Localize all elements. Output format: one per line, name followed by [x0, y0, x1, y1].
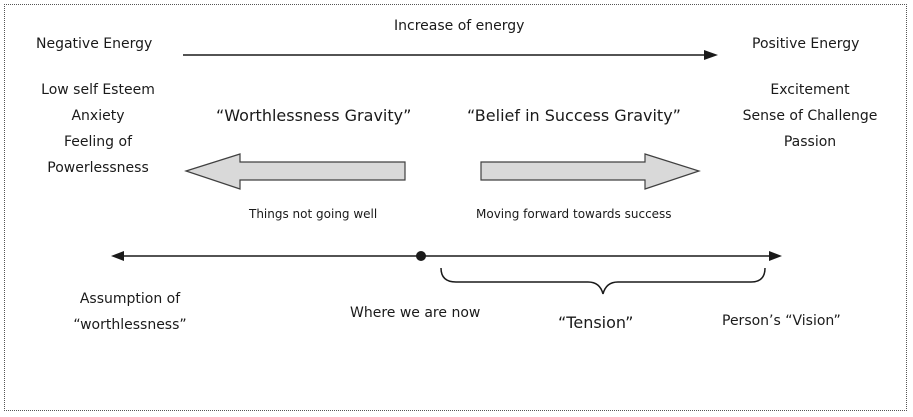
positive-trait-item: Passion	[783, 134, 837, 150]
negative-trait-item: Feeling of	[64, 134, 132, 150]
worthlessness-gravity-label: “Worthlessness Gravity”	[216, 106, 412, 125]
persons-vision-label: Person’s “Vision”	[722, 313, 841, 329]
assumption-of-worthlessness-label: Assumption of “worthlessness”	[60, 286, 200, 338]
position-axis-right-arrowhead	[769, 251, 782, 261]
positive-traits-list: Excitement Sense of Challenge Passion	[735, 77, 885, 155]
where-we-are-now-label: Where we are now	[350, 305, 481, 321]
energy-axis-arrowhead	[704, 50, 718, 60]
moving-forward-caption: Moving forward towards success	[476, 207, 672, 221]
negative-energy-label: Negative Energy	[36, 36, 153, 52]
negative-traits-list: Low self Esteem Anxiety Feeling of Power…	[28, 77, 168, 181]
negative-trait-item: Powerlessness	[47, 160, 149, 176]
assumption-line: Assumption of	[79, 291, 181, 307]
negative-trait-item: Anxiety	[71, 108, 125, 124]
positive-energy-label: Positive Energy	[752, 36, 860, 52]
negative-trait-item: Low self Esteem	[41, 82, 155, 98]
positive-trait-item: Excitement	[770, 82, 850, 98]
assumption-line: “worthlessness”	[73, 317, 187, 333]
increase-of-energy-label: Increase of energy	[394, 18, 525, 34]
success-gravity-arrow	[480, 153, 701, 190]
current-position-dot	[416, 251, 426, 261]
tension-brace	[440, 267, 766, 295]
tension-label: “Tension”	[558, 313, 634, 332]
worthlessness-gravity-arrow	[184, 153, 406, 190]
diagram-frame	[4, 4, 907, 411]
things-not-going-well-caption: Things not going well	[249, 207, 378, 221]
position-axis-left-arrowhead	[111, 251, 124, 261]
positive-trait-item: Sense of Challenge	[742, 108, 878, 124]
success-gravity-label: “Belief in Success Gravity”	[467, 106, 681, 125]
